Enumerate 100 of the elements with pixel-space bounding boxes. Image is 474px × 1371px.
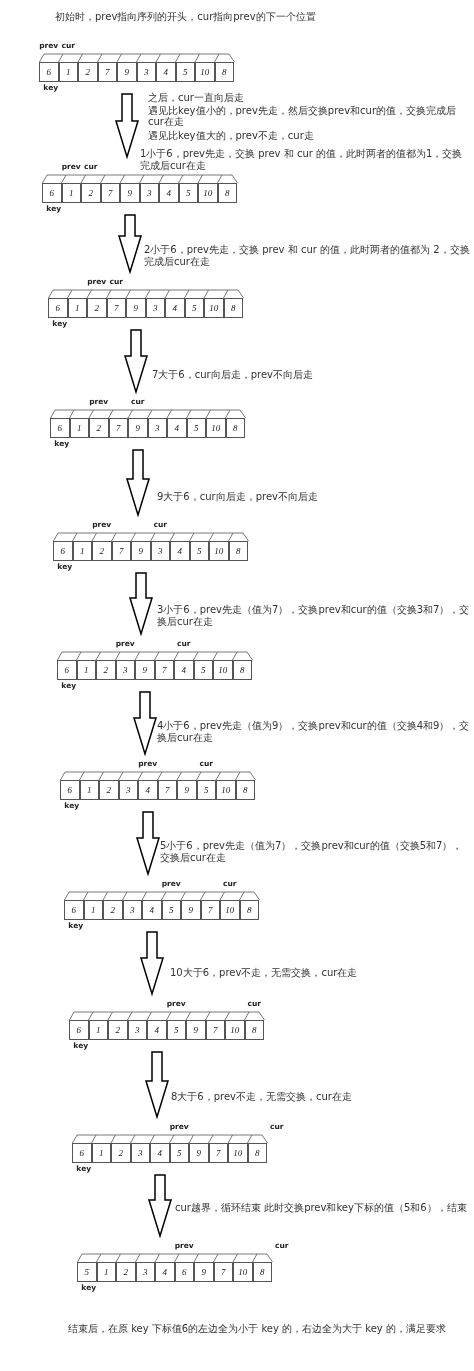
array-cell: 2 — [92, 541, 112, 561]
array-cell: 10 — [198, 183, 218, 203]
array-cell: 8 — [228, 541, 248, 561]
array-cell: 1 — [83, 900, 103, 920]
edge-label: 2小于6，prev先走，交换 prev 和 cur 的值，此时两者的值都为 2，交换完成后cur在走 — [144, 244, 470, 268]
array-cell: 7 — [213, 1262, 233, 1282]
array-cell: 8 — [217, 183, 237, 203]
array-cell: 4 — [170, 541, 190, 561]
edge-label: 9大于6，cur向后走，prev不向后走 — [157, 491, 319, 503]
array-cell: 2 — [81, 183, 101, 203]
array-cell: 5 — [166, 1020, 186, 1040]
array-cell: 5 — [169, 1143, 189, 1163]
array-cell: 9 — [135, 660, 155, 680]
array-cell: 6 — [48, 298, 68, 318]
array-cell: 3 — [122, 900, 142, 920]
array-cell: 4 — [156, 62, 176, 82]
array-cell: 3 — [130, 1143, 150, 1163]
array-cell: 2 — [78, 62, 98, 82]
array-cell: 1 — [91, 1143, 111, 1163]
array-cell: 3 — [147, 418, 167, 438]
array-cell: 6 — [57, 660, 77, 680]
title: 初始时，prev指向序列的开头，cur指向prev的下一个位置 — [55, 11, 316, 22]
array-cell: 5 — [175, 62, 195, 82]
caption: 结束后，在原 key 下标值6的左边全为小于 key 的，右边全为大于 key 的，满足要求 — [68, 1323, 446, 1334]
note: 遇见比key值大的，prev不走，cur走 — [148, 130, 315, 141]
note: 遇见比key值小的，prev先走，然后交换prev和cur的值，交换完成后cur在走 — [148, 105, 458, 127]
block-arrow — [118, 214, 142, 275]
array-cell: 4 — [147, 1020, 167, 1040]
array-cell: 3 — [135, 1262, 155, 1282]
array-cell: 1 — [72, 541, 92, 561]
array-cell: 4 — [165, 298, 185, 318]
array-cell: 5 — [196, 780, 216, 800]
array-cell: 6 — [53, 541, 73, 561]
block-arrow — [145, 1051, 169, 1120]
array-cell: 6 — [69, 1020, 89, 1040]
array-cell: 10 — [228, 1143, 248, 1163]
array-cell: 10 — [209, 541, 229, 561]
array-cell: 8 — [247, 1143, 267, 1163]
array-cell: 2 — [111, 1143, 131, 1163]
array-cell: 6 — [39, 62, 59, 82]
array-cell: 7 — [154, 660, 174, 680]
array-cell: 9 — [120, 183, 140, 203]
array-cell: 3 — [118, 780, 138, 800]
block-arrow — [126, 449, 150, 518]
array-cell: 5 — [193, 660, 213, 680]
array-cell: 9 — [194, 1262, 214, 1282]
array-cell: 2 — [103, 900, 123, 920]
array-cell: 7 — [108, 418, 128, 438]
array-cell: 8 — [235, 780, 255, 800]
array-cell: 8 — [223, 298, 243, 318]
array-cell: 10 — [233, 1262, 253, 1282]
block-arrow — [148, 1174, 172, 1239]
block-arrow — [129, 572, 153, 637]
array-cell: 5 — [161, 900, 181, 920]
note: 之后，cur一直向后走 — [148, 92, 245, 103]
block-arrow — [115, 93, 139, 160]
block-arrow — [140, 931, 164, 997]
array-cell: 10 — [216, 780, 236, 800]
array-cell: 1 — [69, 418, 89, 438]
array-cell: 9 — [126, 298, 146, 318]
edge-label: 5小于6，prev先走（值为7），交换prev和cur的值（交换5和7），交换后cur在走 — [160, 840, 464, 864]
array-cell: 1 — [76, 660, 96, 680]
array-cell: 9 — [128, 418, 148, 438]
array-cell: 9 — [117, 62, 137, 82]
array-cell: 9 — [177, 780, 197, 800]
array-cell: 8 — [252, 1262, 272, 1282]
array-cell: 3 — [145, 298, 165, 318]
edge-label: 10大于6，prev不走，无需交换，cur在走 — [170, 967, 359, 979]
array-cell: 4 — [167, 418, 187, 438]
array-cell: 10 — [213, 660, 233, 680]
array-cell: 9 — [189, 1143, 209, 1163]
block-arrow — [124, 329, 148, 395]
array-cell: 5 — [186, 418, 206, 438]
array-cell: 5 — [189, 541, 209, 561]
array-cell: 2 — [108, 1020, 128, 1040]
array-cell: 6 — [72, 1143, 92, 1163]
array-cell: 10 — [220, 900, 240, 920]
array-cell: 4 — [174, 660, 194, 680]
array-cell: 7 — [208, 1143, 228, 1163]
array-cell: 6 — [60, 780, 80, 800]
array-cell: 2 — [89, 418, 109, 438]
array-cell: 8 — [244, 1020, 264, 1040]
array-cell: 5 — [77, 1262, 97, 1282]
array-cell: 1 — [67, 298, 87, 318]
array-cell: 10 — [204, 298, 224, 318]
array-cell: 10 — [206, 418, 226, 438]
array-cell: 3 — [150, 541, 170, 561]
array-cell: 7 — [111, 541, 131, 561]
block-arrow — [136, 811, 160, 877]
array-cell: 4 — [155, 1262, 175, 1282]
edge-label: 4小于6，prev先走（值为9），交换prev和cur的值（交换4和9），交换后cur在走 — [157, 720, 470, 744]
edge-label: cur越界，循环结束 此时交换prev和key下标的值（5和6），结束 — [175, 1202, 468, 1214]
array-cell: 8 — [225, 418, 245, 438]
array-cell: 9 — [181, 900, 201, 920]
edge-label: 8大于6，prev不走，无需交换，cur在走 — [171, 1091, 353, 1103]
edge-label: 7大于6，cur向后走，prev不向后走 — [152, 369, 314, 381]
array-cell: 9 — [186, 1020, 206, 1040]
array-cell: 3 — [136, 62, 156, 82]
array-cell: 7 — [100, 183, 120, 203]
array-cell: 6 — [42, 183, 62, 203]
